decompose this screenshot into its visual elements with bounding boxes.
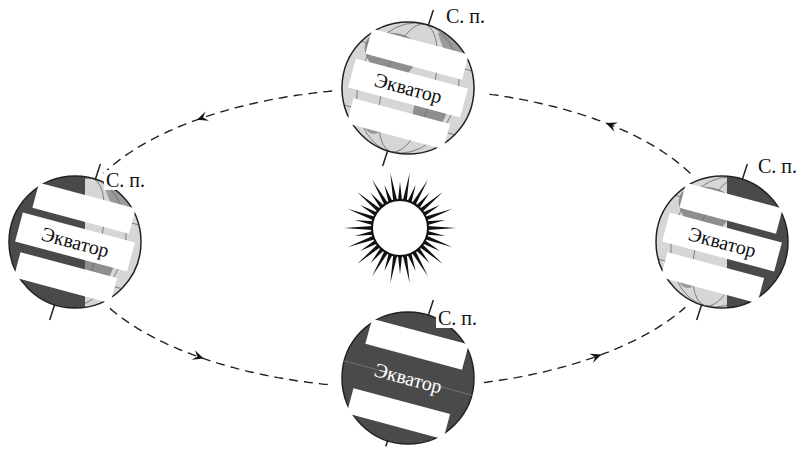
orbit-arrow [484, 307, 685, 382]
equator-label: Экватор [39, 223, 111, 260]
north-pole-label: С. п. [444, 6, 487, 26]
north-pole-label: С. п. [104, 170, 147, 190]
earth-globe: Экватор [342, 22, 474, 154]
north-pole-label: С. п. [756, 156, 799, 176]
earth-globe: Экватор [342, 312, 474, 444]
equator-label: Экватор [372, 359, 444, 396]
orbit-arrow [104, 91, 333, 173]
north-pole-label: С. п. [436, 308, 479, 328]
orbit-arrow [484, 94, 690, 174]
earth-globe: Экватор [656, 176, 788, 308]
equator-label: Экватор [686, 223, 758, 260]
orbit-arrow [110, 308, 332, 385]
earth-globe: Экватор [9, 176, 141, 308]
equator-label: Экватор [372, 69, 444, 106]
